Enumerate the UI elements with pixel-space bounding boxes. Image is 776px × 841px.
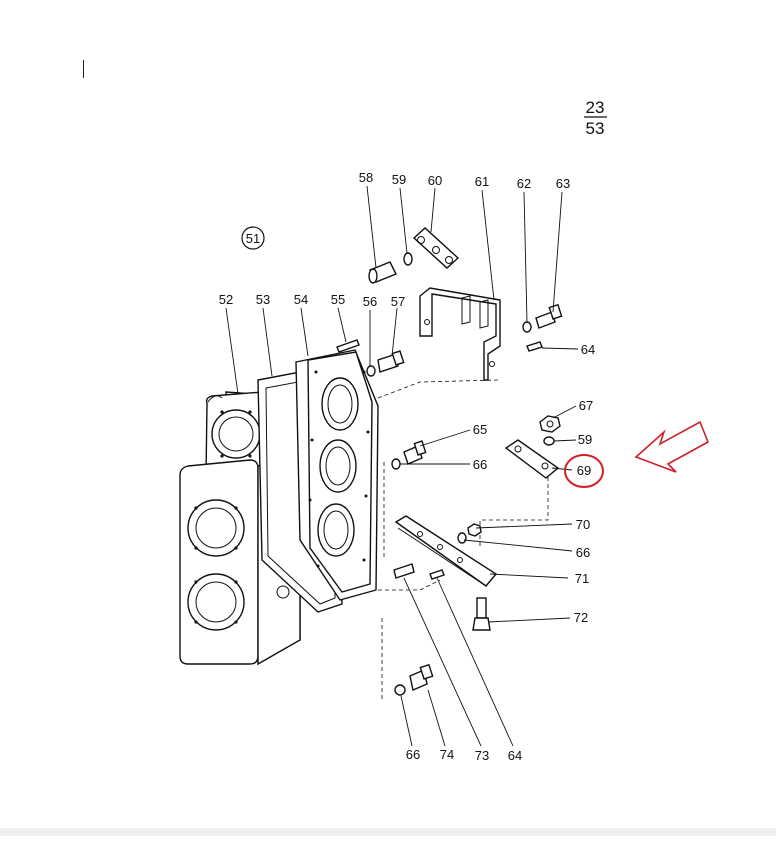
pin-64-upper (526, 341, 543, 352)
dowel-pin-55 (336, 339, 360, 353)
part-label-74: 74 (440, 747, 454, 762)
part-label-66-middle: 66 (473, 457, 487, 472)
svg-text:51: 51 (246, 231, 260, 246)
cover-plate (295, 349, 379, 601)
page-reference: 23 53 (584, 98, 607, 138)
part-label-66-right: 66 (576, 545, 590, 560)
o-ring-59-lower (543, 436, 555, 446)
nut-70 (467, 523, 482, 537)
washer-62 (522, 321, 532, 333)
part-label-62: 62 (517, 176, 531, 191)
bar-71 (394, 515, 498, 587)
part-label-55: 55 (331, 292, 345, 307)
part-label-56: 56 (363, 294, 377, 309)
part-label-67: 67 (579, 398, 593, 413)
bracket-61 (419, 287, 501, 381)
part-number-labels: 52 53 54 55 56 57 58 59 60 61 62 63 64 6… (219, 170, 595, 763)
bolt-63 (535, 303, 563, 329)
part-label-53: 53 (256, 292, 270, 307)
stud-73 (393, 563, 415, 579)
part-label-72: 72 (574, 610, 588, 625)
part-label-52: 52 (219, 292, 233, 307)
page-ref-denominator: 53 (586, 119, 605, 138)
part-label-54: 54 (294, 292, 308, 307)
assembly-number-badge: 51 (241, 226, 265, 250)
o-ring-59-upper (403, 252, 413, 266)
leader-lines (225, 185, 579, 747)
page-ref-numerator: 23 (586, 98, 605, 117)
washer-66-bottom (394, 684, 406, 696)
bottom-strip (0, 828, 776, 836)
part-label-66-bottom: 66 (406, 747, 420, 762)
part-label-59-upper: 59 (392, 172, 406, 187)
part-label-63: 63 (556, 176, 570, 191)
text-cursor (83, 60, 84, 78)
bolt-74 (409, 663, 434, 691)
bolt-57 (377, 350, 405, 373)
washer-56 (366, 365, 376, 377)
part-label-59-lower: 59 (578, 432, 592, 447)
part-label-69: 69 (577, 463, 591, 478)
part-label-57: 57 (391, 294, 405, 309)
plate-60 (412, 227, 460, 269)
part-label-61: 61 (475, 174, 489, 189)
part-label-64-lower: 64 (508, 748, 522, 763)
part-label-65: 65 (473, 422, 487, 437)
part-label-64-upper: 64 (581, 342, 595, 357)
washer-66-middle (391, 458, 401, 470)
part-label-71: 71 (575, 571, 589, 586)
washer-66-right (457, 532, 467, 544)
pin-64-lower (429, 569, 445, 580)
plate-69 (504, 439, 560, 479)
plug-58 (368, 261, 397, 284)
part-label-58: 58 (359, 170, 373, 185)
part-label-70: 70 (576, 517, 590, 532)
part-label-73: 73 (475, 748, 489, 763)
nut-67 (539, 415, 561, 433)
left-arrow-icon (634, 420, 710, 473)
bolt-65 (403, 440, 427, 465)
highlight-circle (564, 454, 604, 488)
bolt-72 (472, 597, 491, 631)
part-label-60: 60 (428, 173, 442, 188)
